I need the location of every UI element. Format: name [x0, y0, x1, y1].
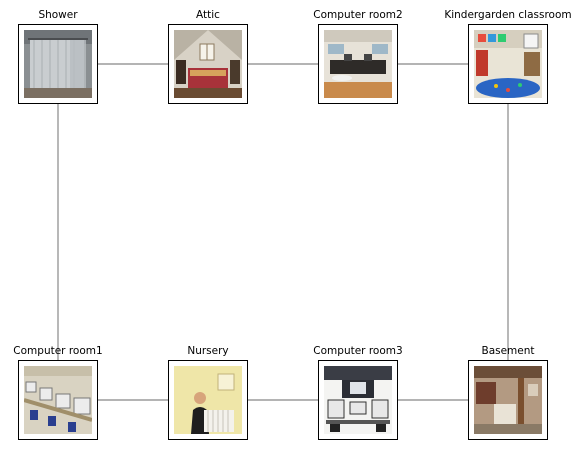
node-frame [468, 360, 548, 440]
node-frame [318, 24, 398, 104]
node-label: Kindergarden classroom [444, 9, 572, 21]
computer-room-photo-icon [324, 30, 392, 98]
node-frame [168, 24, 248, 104]
computer-lab-photo-icon [24, 366, 92, 434]
computer-lab-photo-icon [324, 366, 392, 434]
node-frame [468, 24, 548, 104]
node-label: Basement [481, 345, 535, 357]
node-frame [168, 360, 248, 440]
node-frame [18, 24, 98, 104]
classroom-photo-icon [474, 30, 542, 98]
node-label: Computer room1 [13, 345, 103, 357]
shower-photo-icon [24, 30, 92, 98]
node-label: Nursery [187, 345, 229, 357]
node-label: Computer room3 [313, 345, 403, 357]
attic-photo-icon [174, 30, 242, 98]
node-frame [318, 360, 398, 440]
node-label: Computer room2 [313, 9, 403, 21]
node-label: Shower [38, 9, 78, 21]
basement-photo-icon [474, 366, 542, 434]
node-label: Attic [196, 9, 220, 21]
node-frame [18, 360, 98, 440]
nursery-photo-icon [174, 366, 242, 434]
